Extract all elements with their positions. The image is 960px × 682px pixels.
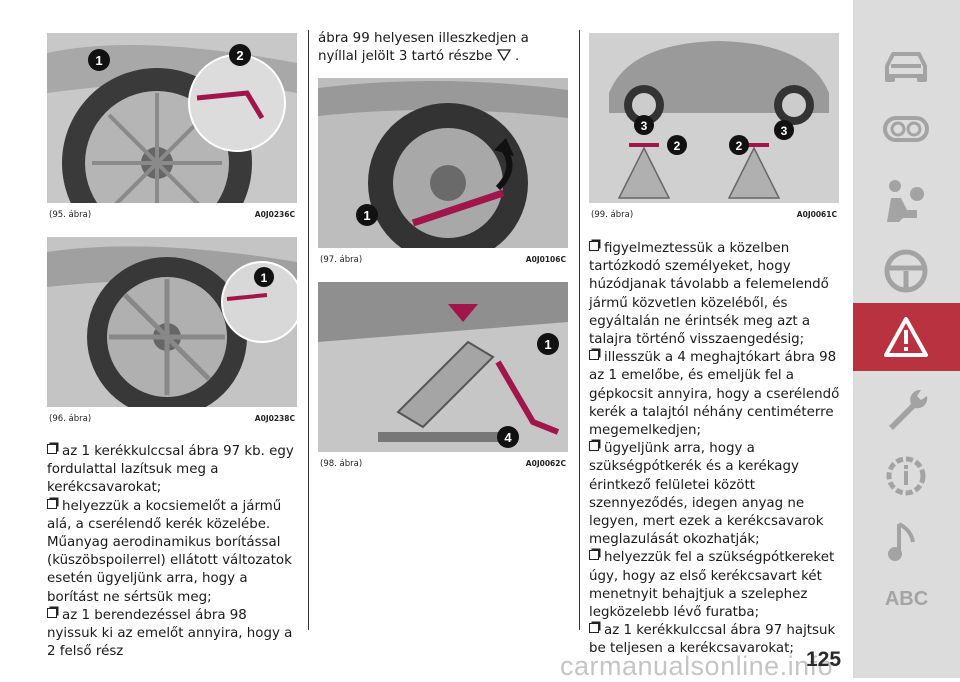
column-divider bbox=[308, 30, 309, 630]
figure-96: 1 (96. ábra) A0J0238C bbox=[47, 237, 297, 429]
checkbox-bullet-icon bbox=[47, 607, 57, 618]
sidebar-item-multimedia[interactable] bbox=[853, 510, 960, 570]
figure-label: (99. ábra) bbox=[591, 210, 634, 220]
checkbox-bullet-icon bbox=[589, 350, 599, 361]
figure-99: 3 2 2 3 (99. ábra) A0J0061C bbox=[589, 33, 839, 225]
checkbox-bullet-icon bbox=[589, 550, 599, 561]
dashboard-gauges-icon bbox=[883, 116, 929, 142]
figure-98-caption: (98. ábra) A0J0062C bbox=[318, 452, 568, 474]
figure-95-caption: (95. ábra) A0J0236C bbox=[47, 203, 297, 225]
figure-label: (96. ábra) bbox=[49, 414, 92, 424]
sidebar-item-technical-data[interactable] bbox=[853, 443, 960, 503]
watermark: carmanualsonline.info bbox=[560, 651, 834, 681]
figure-97-caption: (97. ábra) A0J0106C bbox=[318, 248, 568, 270]
figure-96-image: 1 bbox=[47, 237, 297, 407]
checkbox-bullet-icon bbox=[589, 623, 599, 634]
sidebar-item-driving[interactable] bbox=[853, 240, 960, 300]
figure-98: 1 4 (98. ábra) A0J0062C bbox=[318, 282, 568, 474]
sidebar-item-safety[interactable] bbox=[853, 170, 960, 230]
callout-3: 3 bbox=[641, 119, 648, 133]
music-note-icon bbox=[888, 522, 915, 561]
figure-97: 1 (97. ábra) A0J0106C bbox=[318, 78, 568, 270]
step-paragraph: helyezzük fel a szükségpótkereket úgy, h… bbox=[589, 550, 835, 621]
figure-label: (95. ábra) bbox=[49, 210, 92, 220]
triangle-mark-icon bbox=[496, 49, 511, 62]
figure-label: (98. ábra) bbox=[320, 459, 363, 469]
callout-1: 1 bbox=[544, 337, 551, 352]
checkbox-bullet-icon bbox=[47, 498, 57, 509]
callout-4: 4 bbox=[504, 430, 512, 445]
figure-99-image: 3 2 2 3 bbox=[589, 33, 839, 203]
step-paragraph: figyelmeztessük a közelben tartózkodó sz… bbox=[589, 241, 829, 348]
callout-2: 2 bbox=[736, 139, 743, 153]
figure-95-image: 1 2 bbox=[47, 33, 297, 203]
figure-98-image: 1 4 bbox=[318, 282, 568, 452]
steering-wheel-icon bbox=[884, 249, 928, 293]
figure-code: A0J0061C bbox=[796, 210, 837, 219]
middle-text: ábra 99 helyesen illeszkedjen a nyíllal … bbox=[318, 31, 529, 65]
step-paragraph: ügyeljünk arra, hogy a szükségpótkerék é… bbox=[589, 441, 824, 548]
right-text: figyelmeztessük a közelben tartózkodó sz… bbox=[589, 240, 841, 659]
checkbox-bullet-icon bbox=[47, 444, 57, 454]
figure-99-caption: (99. ábra) A0J0061C bbox=[589, 203, 839, 225]
warning-triangle-icon bbox=[884, 317, 928, 357]
checkbox-bullet-icon bbox=[589, 241, 599, 251]
left-text: az 1 kerékkulccsal ábra 97 kb. egy fordu… bbox=[47, 443, 299, 661]
page-number: 125 bbox=[806, 648, 842, 671]
sidebar-item-car[interactable] bbox=[853, 38, 960, 98]
step-paragraph: az 1 berendezéssel ábra 98 nyissuk ki az… bbox=[47, 607, 293, 660]
callout-2: 2 bbox=[236, 48, 243, 63]
car-icon bbox=[885, 52, 927, 82]
airbag-passenger-icon bbox=[887, 180, 924, 222]
info-gear-icon bbox=[886, 456, 926, 496]
callout-1: 1 bbox=[95, 53, 102, 68]
figure-code: A0J0106C bbox=[525, 255, 566, 264]
step-paragraph: helyezzük a kocsiemelőt a jármű alá, a c… bbox=[47, 498, 292, 605]
figure-code: A0J0236C bbox=[254, 210, 295, 219]
figure-97-image: 1 bbox=[318, 78, 568, 248]
step-paragraph: illesszük a 4 meghajtókart ábra 98 az 1 … bbox=[589, 350, 840, 439]
chapter-sidebar: ABC bbox=[853, 0, 960, 678]
figure-label: (97. ábra) bbox=[320, 255, 363, 265]
callout-3: 3 bbox=[781, 124, 788, 138]
callout-2: 2 bbox=[674, 139, 681, 153]
figure-code: A0J0062C bbox=[525, 459, 566, 468]
figure-code: A0J0238C bbox=[254, 414, 295, 423]
step-paragraph: az 1 kerékkulccsal ábra 97 kb. egy fordu… bbox=[47, 444, 294, 496]
wrench-icon bbox=[889, 389, 928, 430]
figure-95: 1 2 (95. ábra) A0J0236C bbox=[47, 33, 297, 225]
sidebar-item-maintenance[interactable] bbox=[853, 378, 960, 438]
sidebar-item-emergency[interactable] bbox=[853, 303, 960, 371]
figure-96-caption: (96. ábra) A0J0238C bbox=[47, 407, 297, 429]
sidebar-item-index[interactable]: ABC bbox=[884, 588, 929, 610]
checkbox-bullet-icon bbox=[589, 441, 599, 452]
callout-1: 1 bbox=[363, 208, 370, 223]
column-divider bbox=[579, 30, 580, 630]
callout-1: 1 bbox=[261, 271, 268, 285]
step-paragraph: az 1 kerékkulccsal ábra 97 hajtsuk be te… bbox=[589, 623, 836, 657]
sidebar-item-dashboard[interactable] bbox=[853, 100, 960, 160]
